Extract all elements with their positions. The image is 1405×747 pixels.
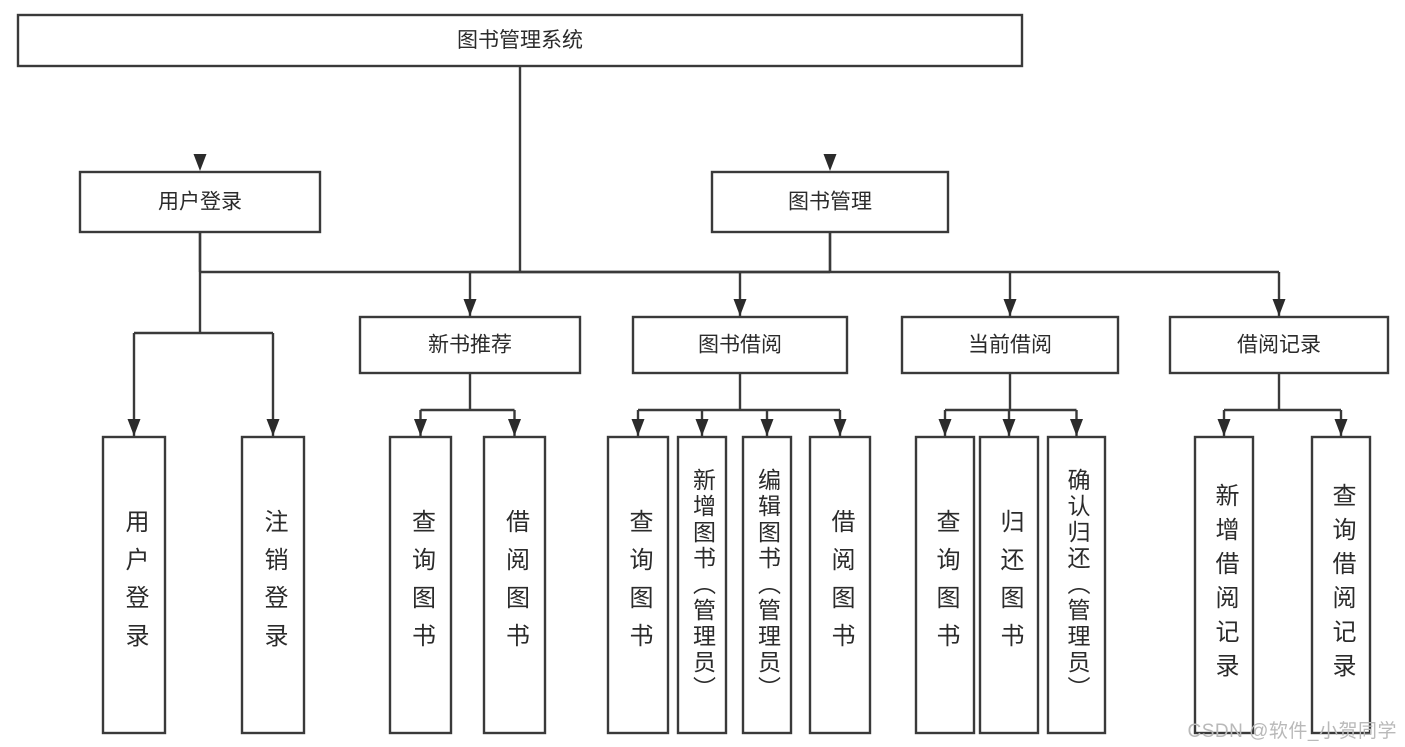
node-leaf-1[interactable] bbox=[240, 435, 306, 735]
arrow-head-icon bbox=[695, 419, 709, 436]
node-level1-label-0: 用户登录 bbox=[158, 191, 242, 214]
node-level2-3[interactable] bbox=[1168, 315, 1390, 375]
arrow-head-icon bbox=[414, 419, 427, 436]
boxes-layer bbox=[16, 13, 1390, 735]
node-root-label: 图书管理系统 bbox=[457, 29, 583, 52]
node-level2-1[interactable] bbox=[631, 315, 849, 375]
arrow-head-icon bbox=[127, 419, 141, 436]
node-leaf-7[interactable] bbox=[808, 435, 872, 735]
connectors-layer bbox=[127, 66, 1348, 436]
arrow-head-icon bbox=[833, 419, 847, 436]
node-level1-label-1: 图书管理 bbox=[788, 191, 872, 214]
arrow-head-icon bbox=[463, 299, 477, 316]
arrow-head-icon bbox=[1217, 419, 1231, 436]
arrow-head-icon bbox=[733, 299, 747, 316]
node-level2-label-0: 新书推荐 bbox=[428, 334, 512, 357]
node-leaf-10[interactable] bbox=[1046, 435, 1107, 735]
arrow-head-icon bbox=[760, 419, 774, 436]
csdn-watermark: CSDN @软件_小贺同学 bbox=[1187, 721, 1397, 742]
node-level1-0[interactable] bbox=[78, 170, 322, 234]
node-leaf-4[interactable] bbox=[606, 435, 670, 735]
arrow-head-icon bbox=[938, 419, 952, 436]
node-leaf-11[interactable] bbox=[1193, 435, 1255, 735]
arrow-head-icon bbox=[193, 154, 207, 171]
arrow-head-icon bbox=[823, 154, 837, 171]
node-leaf-9[interactable] bbox=[978, 435, 1040, 735]
node-level2-label-3: 借阅记录 bbox=[1237, 334, 1321, 357]
arrow-head-icon bbox=[1003, 299, 1017, 316]
node-leaf-8[interactable] bbox=[914, 435, 976, 735]
node-leaf-3[interactable] bbox=[482, 435, 547, 735]
node-leaf-12[interactable] bbox=[1310, 435, 1372, 735]
arrow-head-icon bbox=[508, 419, 521, 436]
arrow-head-icon bbox=[1272, 299, 1286, 316]
node-level2-label-2: 当前借阅 bbox=[968, 334, 1052, 357]
arrow-head-icon bbox=[1334, 419, 1348, 436]
node-root[interactable] bbox=[16, 13, 1024, 68]
arrow-head-icon bbox=[1002, 419, 1016, 436]
node-leaf-6[interactable] bbox=[741, 435, 793, 735]
node-level2-0[interactable] bbox=[358, 315, 582, 375]
node-level2-label-1: 图书借阅 bbox=[698, 334, 782, 357]
node-level2-2[interactable] bbox=[900, 315, 1120, 375]
arrow-head-icon bbox=[266, 419, 280, 436]
node-level1-1[interactable] bbox=[710, 170, 950, 234]
arrow-head-icon bbox=[631, 419, 645, 436]
node-leaf-5[interactable] bbox=[676, 435, 728, 735]
arrow-head-icon bbox=[1070, 419, 1083, 436]
node-leaf-0[interactable] bbox=[101, 435, 167, 735]
node-leaf-2[interactable] bbox=[388, 435, 453, 735]
